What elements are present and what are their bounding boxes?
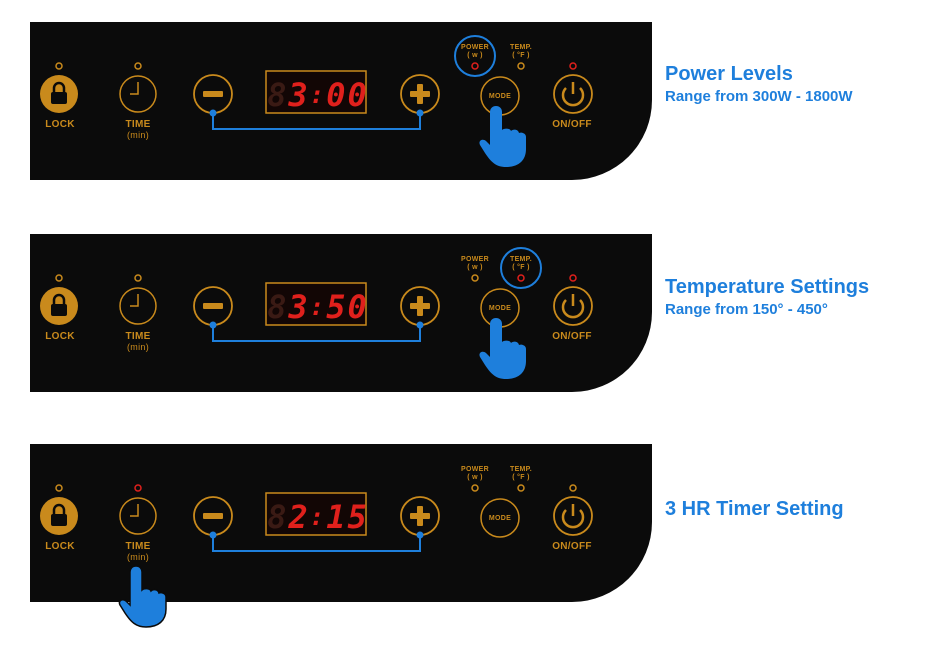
mode-button[interactable]: [480, 498, 520, 538]
temp-label: TEMP.: [510, 466, 532, 473]
lock-icon[interactable]: [40, 75, 78, 113]
mode-label: MODE: [488, 305, 512, 312]
digit-2: 3: [288, 76, 310, 114]
minus-icon[interactable]: [193, 286, 233, 326]
pointer-hand-icon: [479, 318, 526, 379]
caption-timer: 3 HR Timer Setting: [665, 497, 844, 521]
power-highlight: [454, 35, 496, 77]
adjust-connector: [212, 113, 421, 130]
power-icon[interactable]: [553, 496, 593, 536]
panel-art: [40, 484, 593, 552]
digit-4: 0: [347, 288, 369, 326]
digit-readout: 8 3 : 5 0: [267, 286, 369, 328]
onoff-label: ON/OFF: [552, 331, 592, 342]
power-unit-label: ( w ): [467, 264, 483, 271]
digit-1: 8: [267, 76, 289, 114]
temp-label: TEMP.: [510, 44, 532, 51]
digit-4: 5: [347, 498, 369, 536]
lock-label: LOCK: [45, 119, 75, 130]
lock-icon[interactable]: [40, 497, 78, 535]
digit-readout: 8 2 : 1 5: [267, 496, 369, 538]
lock-led: [55, 62, 63, 70]
pointer-hand-icon: [479, 106, 526, 167]
digit-2: 3: [288, 288, 310, 326]
temp-label: TEMP.: [510, 256, 532, 263]
plus-icon[interactable]: [400, 496, 440, 536]
power-icon[interactable]: [553, 74, 593, 114]
digit-3: 5: [326, 288, 348, 326]
digit-1: 8: [267, 498, 289, 536]
caption-power: Power Levels Range from 300W - 1800W: [665, 62, 853, 108]
time-label: TIME: [125, 119, 151, 130]
panel-art: [40, 247, 593, 379]
temp-highlight: [500, 247, 542, 289]
panel-art: [40, 35, 593, 167]
clock-icon[interactable]: [119, 497, 157, 535]
mode-label: MODE: [488, 93, 512, 100]
time-unit-label: (min): [127, 342, 149, 352]
power-icon[interactable]: [553, 286, 593, 326]
power-label: POWER: [461, 466, 489, 473]
onoff-label: ON/OFF: [552, 119, 592, 130]
control-panel-power: LOCK TIME (min) ON/OFF POWER ( w ) TEMP.…: [30, 22, 652, 180]
digit-display: [265, 282, 367, 326]
time-unit-label: (min): [127, 130, 149, 140]
caption-title: Temperature Settings: [665, 276, 870, 298]
power-unit-label: ( w ): [467, 52, 483, 59]
minus-icon[interactable]: [193, 496, 233, 536]
clock-icon[interactable]: [119, 287, 157, 325]
power-label: POWER: [461, 44, 489, 51]
digit-3: 1: [326, 498, 348, 536]
digit-3: 0: [326, 76, 348, 114]
lock-label: LOCK: [45, 541, 75, 552]
lock-icon[interactable]: [40, 287, 78, 325]
time-unit-label: (min): [127, 552, 149, 562]
temp-unit-label: ( °F ): [512, 52, 530, 59]
digit-display: [265, 70, 367, 114]
onoff-label: ON/OFF: [552, 541, 592, 552]
temp-unit-label: ( °F ): [512, 264, 530, 271]
digit-1: 8: [267, 288, 289, 326]
colon: :: [309, 81, 327, 109]
caption-title: 3 HR Timer Setting: [665, 498, 844, 520]
temp-unit-label: ( °F ): [512, 474, 530, 481]
clock-icon[interactable]: [119, 75, 157, 113]
digit-2: 2: [288, 498, 310, 536]
colon: :: [309, 503, 327, 531]
caption-temperature: Temperature Settings Range from 150° - 4…: [665, 275, 869, 321]
time-label: TIME: [125, 541, 151, 552]
digit-display: [265, 492, 367, 536]
caption-subtitle: Range from 300W - 1800W: [665, 88, 853, 105]
plus-icon[interactable]: [400, 286, 440, 326]
power-label: POWER: [461, 256, 489, 263]
mode-label: MODE: [488, 515, 512, 522]
control-panel-temperature: LOCK TIME (min) ON/OFF POWER ( w ) TEMP.…: [30, 234, 652, 392]
power-unit-label: ( w ): [467, 474, 483, 481]
minus-icon[interactable]: [193, 74, 233, 114]
caption-subtitle: Range from 150° - 450°: [665, 301, 828, 318]
caption-title: Power Levels: [665, 63, 793, 85]
time-label: TIME: [125, 331, 151, 342]
time-led: [134, 62, 142, 70]
plus-icon[interactable]: [400, 74, 440, 114]
pointer-hand-icon: [118, 566, 167, 628]
colon: :: [309, 293, 327, 321]
digit-4: 0: [347, 76, 369, 114]
lock-label: LOCK: [45, 331, 75, 342]
onoff-led: [569, 62, 577, 70]
digit-readout: 8 3 : 0 0: [267, 74, 369, 116]
